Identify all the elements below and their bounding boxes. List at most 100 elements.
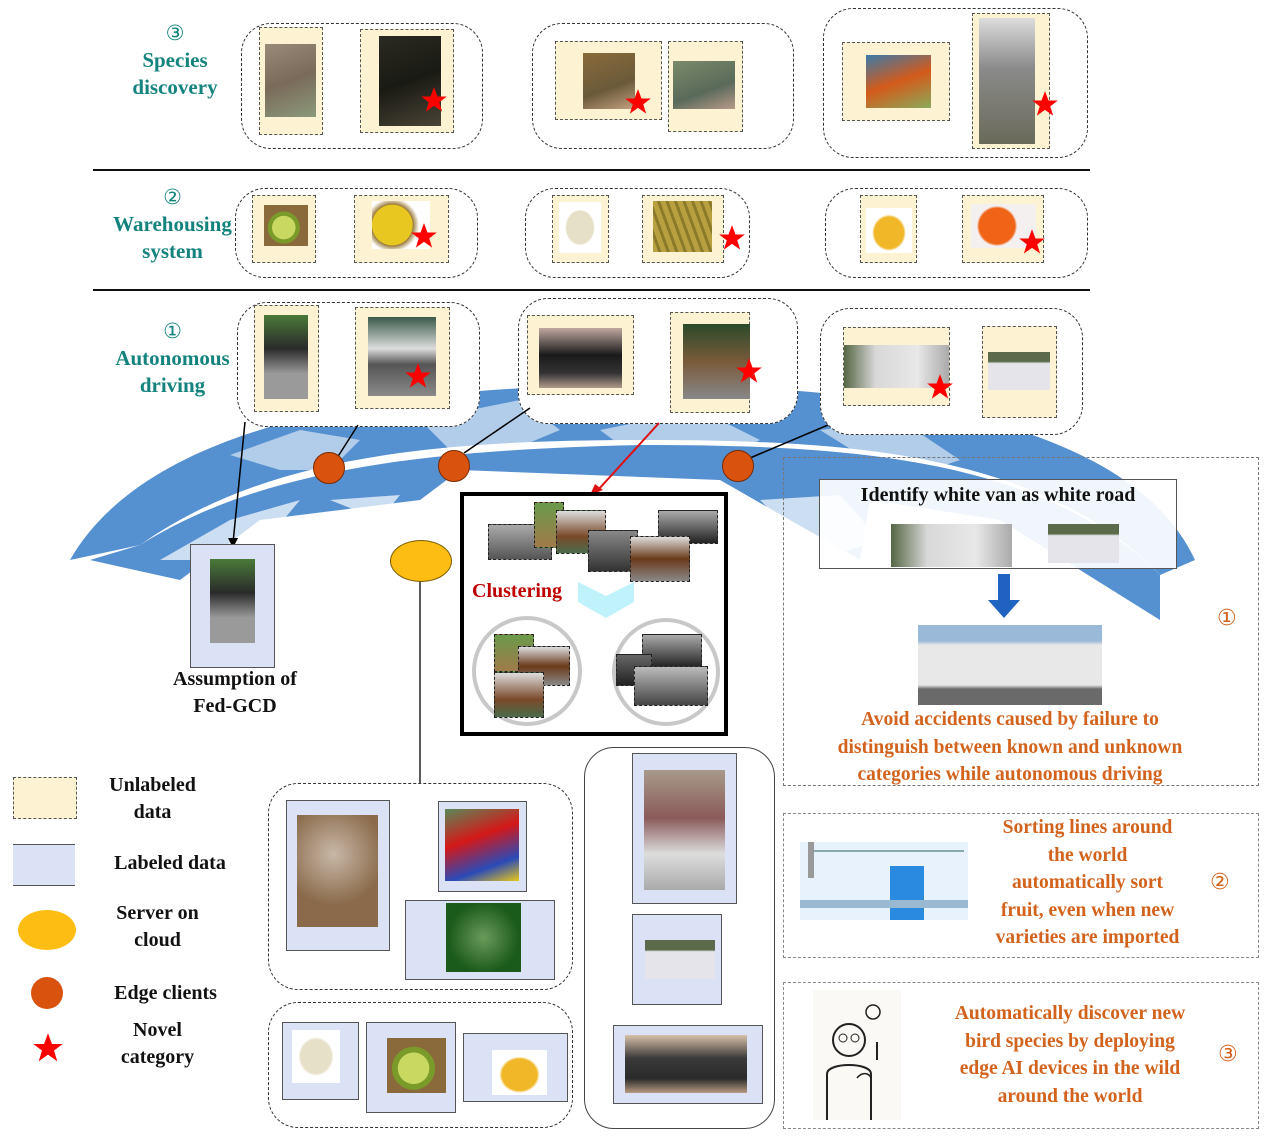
edge-client-node[interactable] [438, 450, 470, 482]
legend-label-server: Server on cloud [116, 902, 199, 951]
edge-client-data-group [825, 188, 1088, 278]
ruby-throated-hummingbird-image [446, 903, 521, 972]
suv-image [625, 1035, 747, 1093]
cyclist-image [210, 559, 255, 643]
edge-client-data-group [532, 23, 794, 149]
legend-swatch-server [18, 910, 76, 950]
failure-example-title: Identify white van as white road [860, 484, 1136, 506]
novel-category-star-icon [1019, 229, 1045, 254]
scientist-icon [826, 1004, 881, 1120]
legend-swatch-edge-client [31, 977, 63, 1009]
unlabeled-data-card [552, 195, 609, 263]
mango-image [492, 1050, 547, 1095]
sorting-line-illustration [800, 842, 968, 920]
labeled-data-card [405, 900, 555, 980]
use-case-panel-autonomous-driving [783, 457, 1259, 786]
scenario-number: ② [163, 185, 182, 209]
server-labeled-data-group-birds [268, 783, 573, 990]
divider-line [93, 169, 1090, 171]
pedestrian-crossing-image [644, 770, 725, 890]
legend-swatch-unlabeled [13, 777, 77, 819]
cantaloupe-image [292, 1030, 340, 1083]
unlabeled-data-card [860, 195, 917, 263]
unlabeled-data-card [842, 42, 950, 121]
novel-category-star-icon [625, 89, 651, 114]
labeled-data-card [613, 1025, 763, 1104]
overturned-van-image [844, 345, 949, 388]
server-labeled-data-group-fruit [268, 1002, 573, 1128]
legend-label-labeled: Labeled data [114, 852, 226, 874]
ostrich-on-road-image [368, 317, 436, 396]
hummingbird-flower-image [673, 61, 735, 109]
cluster-cars [612, 618, 720, 726]
black-suv-image [539, 328, 622, 388]
tesla-crash-image [918, 625, 1102, 705]
overturned-van-image [891, 524, 1012, 567]
mango-image [866, 208, 912, 253]
labeled-data-card [632, 914, 722, 1005]
scenario-label-warehousing-system: ② Warehousing system [100, 184, 245, 265]
legend-label-novel: Novel category [120, 1019, 195, 1068]
white-road-image [645, 940, 715, 979]
use-case-description-species-discovery: Automatically discover new bird species … [954, 1003, 1186, 1107]
edge-client-node[interactable] [313, 452, 345, 484]
novel-category-star-icon [927, 374, 953, 399]
novel-category-star-icon [1032, 91, 1058, 116]
hummingbird-image [583, 53, 635, 109]
cyclist-image [264, 315, 308, 399]
jumping-deer-thumbnail [494, 672, 544, 718]
assumption-caption: Assumption of Fed-GCD [173, 668, 297, 717]
clustering-box: Clustering [460, 492, 728, 736]
legend-label-edge-client: Edge clients [114, 982, 217, 1004]
labeled-data-card [190, 544, 275, 668]
unlabeled-data-card [527, 315, 634, 395]
edge-client-node[interactable] [722, 450, 754, 482]
novel-category-star-icon [421, 87, 447, 112]
unlabeled-data-card [972, 13, 1050, 149]
moose-thumbnail [630, 536, 690, 582]
edge-client-data-group [241, 23, 483, 149]
failure-example-box: Identify white van as white road [819, 479, 1177, 569]
edge-client-data-group [525, 188, 750, 278]
labeled-data-card [438, 801, 527, 892]
unlabeled-data-card [355, 307, 450, 409]
use-case-description-autonomous-driving: Avoid accidents caused by failure to dis… [837, 709, 1183, 785]
novel-category-star-icon [411, 223, 437, 248]
novel-category-star-icon [736, 358, 762, 383]
clustering-label: Clustering [472, 580, 562, 602]
use-case-number: ② [1210, 870, 1230, 895]
novel-category-star-icon [719, 225, 745, 250]
scarlet-macaw-image [445, 809, 519, 881]
kiwi-image [387, 1038, 446, 1093]
unlabeled-data-card [555, 41, 662, 120]
cluster-animals [472, 616, 582, 726]
use-case-description-warehousing: Sorting lines around the world automatic… [995, 817, 1180, 948]
legend-swatch-labeled [13, 844, 75, 886]
scenario-number: ① [163, 319, 182, 343]
kiwi-image [264, 205, 308, 246]
car-thumbnail [634, 666, 708, 706]
unlabeled-data-card [982, 326, 1057, 418]
unlabeled-data-card [360, 29, 454, 133]
hami-melon-image [653, 201, 712, 252]
barred-owl-image [297, 815, 378, 927]
edge-client-data-group [823, 8, 1088, 158]
scenario-label-autonomous-driving: ① Autonomous driving [105, 318, 240, 399]
cantaloupe-image [559, 202, 601, 253]
white-road-image [1048, 524, 1119, 563]
unlabeled-data-card [252, 195, 316, 263]
grey-bird-image [979, 18, 1035, 144]
unlabeled-data-card [642, 195, 724, 263]
cloud-server-node[interactable] [390, 540, 452, 582]
labeled-data-card [366, 1022, 456, 1113]
use-case-number: ① [1217, 606, 1237, 631]
use-case-number: ③ [1218, 1042, 1238, 1067]
unlabeled-data-card [843, 327, 950, 406]
unlabeled-data-card [670, 312, 750, 413]
novel-category-star-icon [405, 363, 431, 388]
server-labeled-data-group-driving [584, 747, 775, 1129]
macaw-flying-image [866, 55, 931, 108]
labeled-data-card [282, 1022, 359, 1100]
unlabeled-data-card [259, 27, 323, 135]
labeled-data-card [632, 753, 737, 904]
